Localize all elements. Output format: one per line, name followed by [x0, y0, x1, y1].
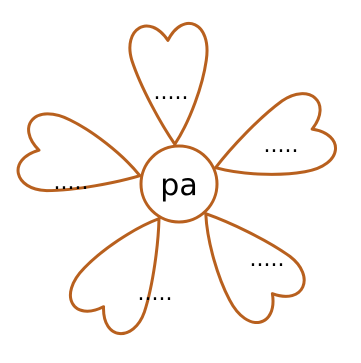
petal-blank-bottom-left: .....	[138, 281, 173, 306]
petal-blank-top: .....	[154, 80, 189, 105]
petal-blank-bottom-right: .....	[250, 247, 285, 272]
center-label: pa	[160, 168, 197, 203]
petal-blank-right: .....	[264, 133, 299, 158]
petal-blank-left: .....	[54, 170, 89, 195]
